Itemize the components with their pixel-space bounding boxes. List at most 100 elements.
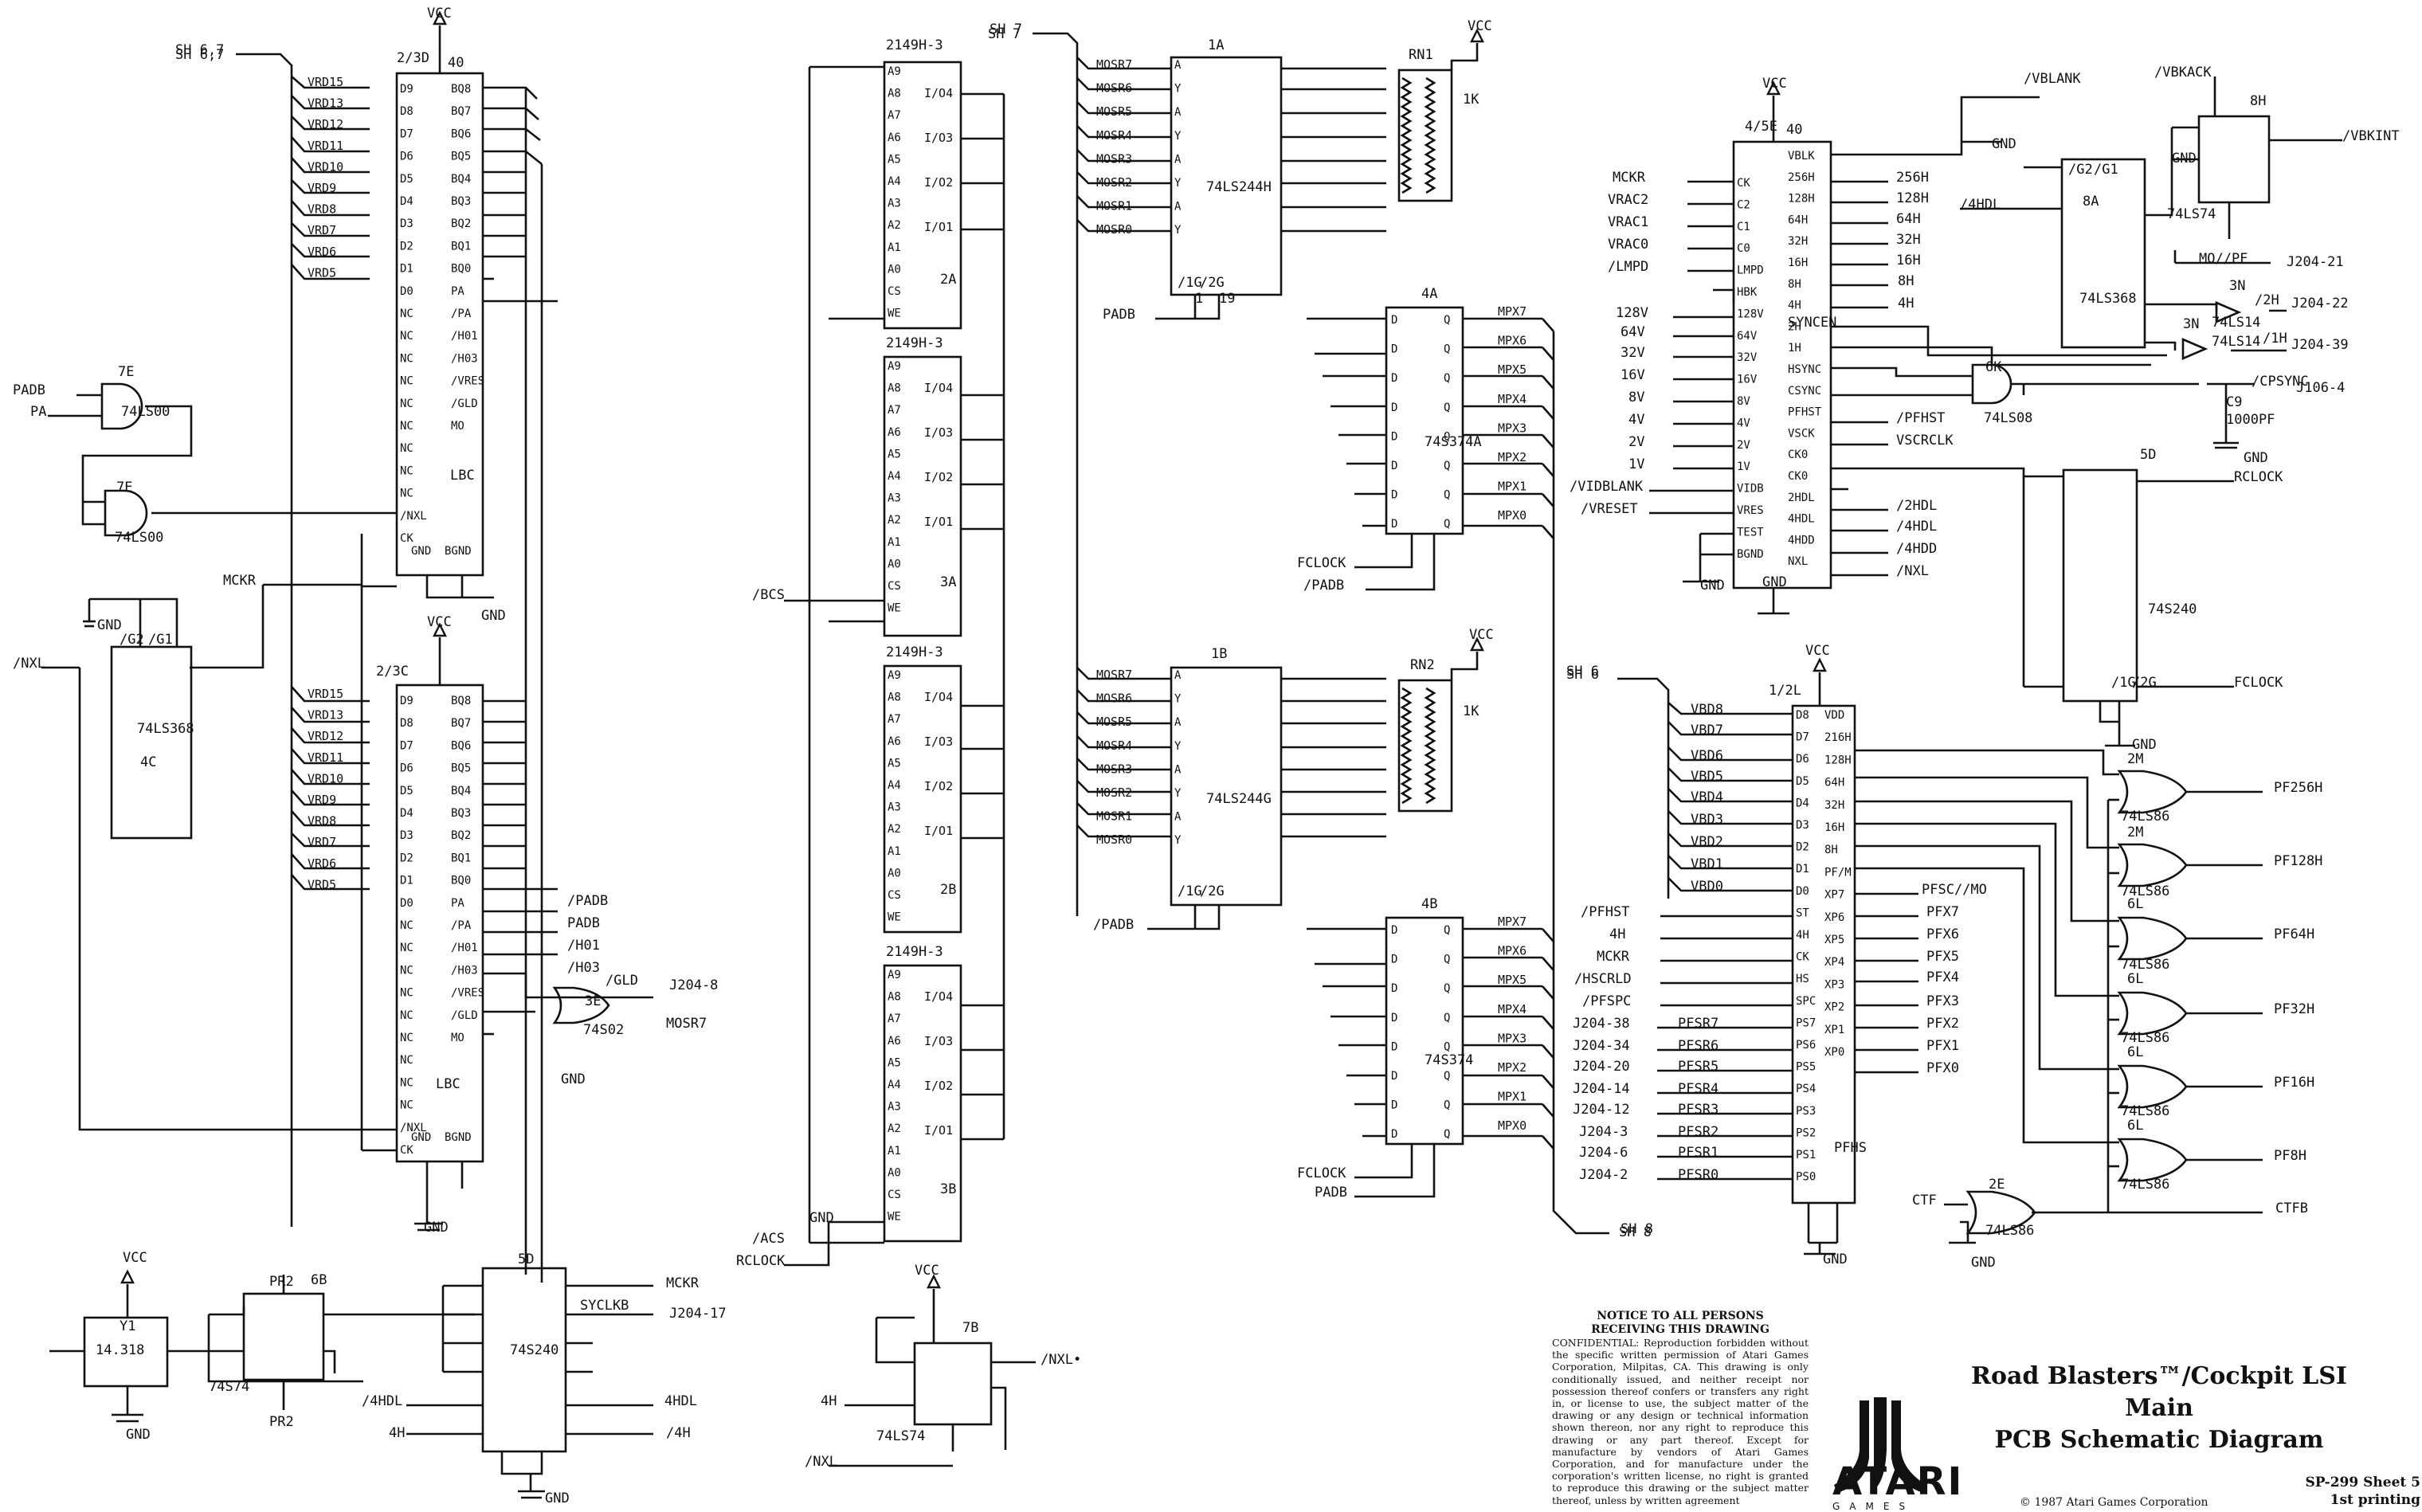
chip-pin-label: D4 — [400, 807, 413, 820]
schematic-label: 74S240 — [510, 1342, 558, 1358]
schematic-label: VCC — [1468, 18, 1492, 34]
chip-pin-label: I/O3 — [924, 734, 953, 749]
chip-pin-label: A6 — [888, 1035, 901, 1048]
schematic-label: VBD7 — [1691, 723, 1723, 738]
chip-pin-label: A9 — [888, 360, 901, 373]
chip-pin-label: BQ8 — [451, 83, 471, 96]
chip-pin-label: PF/M — [1824, 866, 1852, 879]
chip-pin-label: PS2 — [1796, 1126, 1816, 1139]
chip-pin-label: PS0 — [1796, 1171, 1816, 1184]
schematic-label: PFX4 — [1926, 969, 1959, 985]
input-net-label: VRD8 — [308, 202, 336, 217]
schematic-label: /PFHST — [1896, 410, 1945, 426]
schematic-label: RCLOCK — [2234, 469, 2283, 485]
schematic-label: VBD1 — [1691, 856, 1723, 872]
schematic-label: J204-17 — [669, 1306, 727, 1322]
output-net-label: MPX0 — [1498, 1118, 1526, 1133]
schematic-label: PFSR1 — [1678, 1145, 1719, 1161]
chip-pin-label: NC — [400, 352, 413, 365]
schematic-label: J204-14 — [1573, 1081, 1630, 1097]
chip-pin-label: D3 — [400, 217, 413, 230]
chip-pin-label: D — [1391, 430, 1397, 443]
chip-pin-label: NC — [400, 307, 413, 320]
chip-pin-label: /H01 — [451, 942, 478, 954]
schematic-label: 74LS86 — [2121, 1030, 2169, 1046]
chip-pin-label: D2 — [1796, 841, 1809, 854]
output-net-label: MPX5 — [1498, 973, 1526, 987]
schematic-label: /NXL — [13, 656, 45, 672]
chip-pin-label: D — [1391, 1099, 1397, 1112]
schematic-label: 40 — [1786, 122, 1802, 138]
schematic-label: VCC — [1762, 76, 1787, 92]
schematic-label: VCC — [427, 6, 452, 22]
schematic-label: 1V — [1628, 456, 1644, 472]
chip-pin-label: C1 — [1737, 221, 1750, 233]
chip-pin-label: 4HDD — [1788, 534, 1815, 546]
schematic-label: /PADB — [1093, 917, 1134, 933]
chip-pin-label: Q — [1444, 518, 1450, 531]
schematic-label: 6L — [2127, 1044, 2143, 1060]
chip-pin-label: 64V — [1737, 330, 1758, 343]
chip-pin-label: A6 — [888, 735, 901, 748]
schematic-label: J204-22 — [2291, 296, 2349, 311]
schematic-label: VBD8 — [1691, 702, 1723, 718]
input-net-label: MOSR6 — [1096, 691, 1132, 706]
chip-pin-label: CK — [1796, 951, 1809, 964]
sheet-ref-label: SH 6,7 — [175, 47, 224, 63]
schematic-label: RN1 — [1409, 47, 1433, 63]
chip-pin-label: HSYNC — [1788, 363, 1821, 376]
chip-pin-label: 32V — [1737, 351, 1758, 364]
chip-pin-label: A0 — [888, 263, 901, 276]
chip-pin-label: D0 — [1796, 885, 1809, 898]
chip-pin-label: D — [1391, 1012, 1397, 1024]
schematic-label: /ACS — [752, 1231, 785, 1247]
chip-pin-label: A8 — [888, 88, 901, 100]
chip-pin-label: XP5 — [1824, 934, 1844, 946]
notice-block: NOTICE TO ALL PERSONS RECEIVING THIS DRA… — [1552, 1310, 1809, 1506]
output-net-label: MPX7 — [1498, 304, 1526, 319]
chip-pin-label: I/O4 — [924, 690, 953, 704]
chip-pin-label: XP7 — [1824, 889, 1844, 902]
input-net-label: VRD6 — [308, 856, 336, 871]
chip-pin-label: A7 — [888, 109, 901, 122]
chip-pin-label: CSYNC — [1788, 385, 1821, 398]
schematic-label: RCLOCK — [736, 1253, 786, 1269]
chip-pin-label: D3 — [1796, 819, 1809, 832]
chip-pin-label: BQ1 — [451, 240, 471, 253]
chip-pin-label: D — [1391, 314, 1397, 327]
schematic-label: 2/3D — [397, 50, 429, 66]
output-net-label: MPX1 — [1498, 1090, 1526, 1104]
chip-pin-label: VIDB — [1737, 483, 1764, 496]
chip-pin-label: I/O2 — [924, 1079, 953, 1093]
chip-pin-label: A — [1174, 669, 1182, 682]
schematic-label: 64V — [1621, 324, 1645, 340]
schematic-label: PADB — [13, 382, 45, 398]
schematic-label: SH 6,7 — [175, 42, 224, 58]
chip-pin-label: C0 — [1737, 242, 1750, 255]
chip-pin-label: BGND — [445, 1131, 472, 1144]
input-net-label: MOSR3 — [1096, 762, 1132, 776]
chip-pin-label: A6 — [888, 131, 901, 144]
doc-number: SP-299 — [2305, 1475, 2359, 1490]
schematic-label: GND — [1992, 136, 2016, 152]
chip-pin-label: XP4 — [1824, 956, 1844, 969]
chip-pin-label: A1 — [888, 536, 901, 549]
chip-pin-label: WE — [888, 307, 901, 320]
chip-pin-label: Y — [1174, 834, 1182, 847]
chip-pin-label: XP3 — [1824, 978, 1844, 991]
schematic-label: 32V — [1621, 345, 1645, 361]
chip-pin-label: NC — [400, 464, 413, 477]
power-symbols — [120, 10, 1827, 1289]
schematic-label: 1000PF — [2226, 412, 2275, 428]
schematic-label: /HSCRLD — [1574, 971, 1632, 987]
schematic-label: 74LS86 — [2121, 809, 2169, 825]
chip-pin-label: Q — [1444, 1040, 1450, 1053]
schematic-label: 1K — [1463, 92, 1479, 108]
chip-pin-label: D6 — [400, 151, 413, 163]
input-net-label: MOSR4 — [1096, 128, 1132, 143]
schematic-label: /PFHST — [1581, 904, 1629, 920]
logic-gates — [552, 770, 2188, 1235]
chip-pin-label: NC — [400, 1054, 413, 1067]
input-net-label: VRD13 — [308, 708, 343, 723]
schematic-label: 74LS08 — [1984, 410, 2032, 426]
